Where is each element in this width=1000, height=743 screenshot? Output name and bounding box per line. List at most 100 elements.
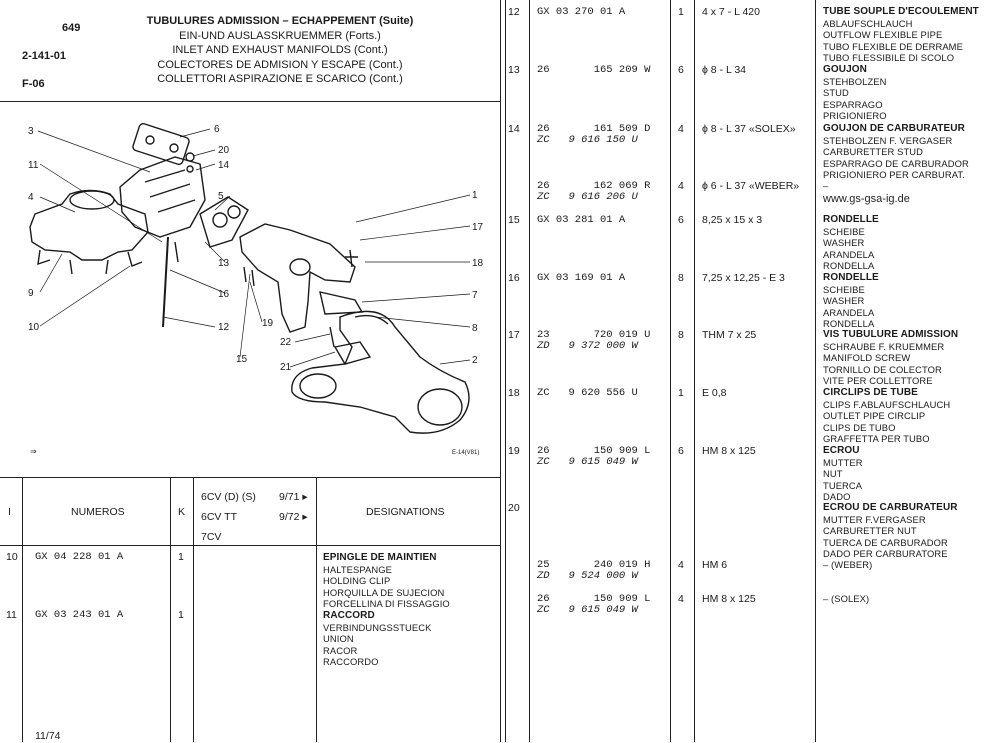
exhaust-manifold-shape [239, 223, 356, 333]
dimension: 8,25 x 15 x 3 [702, 214, 763, 226]
downpipe-shape [291, 310, 470, 434]
designation-title: CIRCLIPS DE TUBE [823, 387, 918, 398]
row-index: 14 [508, 123, 520, 135]
svg-text:22: 22 [280, 337, 292, 348]
designation-title: EPINGLE DE MAINTIEN [323, 552, 437, 563]
dimension: ϕ 6 - L 37 «WEBER» [702, 180, 800, 192]
designation-translation: ABLAUFSCHLAUCH [823, 17, 913, 29]
gasket-5 [199, 196, 249, 248]
dimension: HM 6 [702, 559, 728, 571]
designation-translation: RONDELLA [823, 318, 875, 330]
row-index: 18 [508, 387, 520, 399]
designation-translation: TUERCA [823, 479, 863, 491]
svg-text:13: 13 [218, 258, 230, 269]
svg-text:15: 15 [236, 354, 248, 365]
part-number: 26 161 509 D [537, 123, 651, 135]
header-titles: TUBULURES ADMISSION – ECHAPPEMENT (Suite… [110, 14, 450, 87]
part-number: 25 240 019 H [537, 559, 651, 571]
quantity: 4 [678, 180, 684, 192]
col-header-designations: DESIGNATIONS [366, 506, 445, 518]
model-6cv-tt: 6CV TT [201, 511, 237, 523]
part-number: ZD 9 524 000 W [537, 570, 638, 582]
designation-translation: DADO PER CARBURATORE [823, 548, 948, 560]
designation-translation: CARBURETTER STUD [823, 146, 924, 158]
quantity: 4 [678, 593, 684, 605]
svg-text:12: 12 [218, 322, 230, 333]
svg-text:6: 6 [214, 124, 220, 135]
designation-translation: TUBO FLEXIBLE DE DERRAME [823, 40, 963, 52]
designation-es: RACOR [323, 644, 358, 656]
designation: EPINGLE DE MAINTIEN HALTESPANGE HOLDING … [323, 551, 450, 610]
reference-number: 2-141-01 [22, 50, 67, 62]
designation-translation: – [823, 180, 829, 191]
designation-translation: WASHER [823, 237, 865, 249]
part-number: 26 150 909 L [537, 445, 651, 457]
designation-translation: MANIFOLD SCREW [823, 352, 911, 364]
part-number: ZC 9 616 206 U [537, 191, 638, 203]
svg-text:5: 5 [218, 191, 224, 202]
designation: – [823, 180, 828, 192]
col-rule-des [815, 0, 816, 742]
quantity: 6 [678, 445, 684, 457]
designation-translation: – (SOLEX) [823, 593, 870, 604]
col-header-i: I [8, 506, 11, 518]
dimension: ϕ 8 - L 37 «SOLEX» [702, 123, 796, 135]
air-box-shape [29, 189, 149, 261]
svg-text:14: 14 [218, 160, 230, 171]
designation-translation: SCHEIBE [823, 283, 865, 295]
designation-translation: ARANDELA [823, 306, 875, 318]
section-code: F-06 [22, 78, 45, 90]
website-watermark[interactable]: www.gs-gsa-ig.de [823, 193, 910, 205]
designation-translation: STUD [823, 87, 849, 99]
row-index: 15 [508, 214, 520, 226]
designation-translation: CARBURETTER NUT [823, 525, 917, 537]
designation-translation: STEHBOLZEN [823, 75, 887, 87]
svg-text:E-14(V81): E-14(V81) [452, 450, 479, 456]
part-number: GX 03 270 01 A [537, 6, 626, 18]
diagram-bottom-rule [0, 477, 500, 478]
designation-title: RACCORD [323, 610, 375, 621]
long-stud-11 [162, 236, 169, 328]
header-rule [0, 101, 500, 102]
designation-translation: TORNILLO DE COLECTOR [823, 363, 942, 375]
quantity: 6 [678, 64, 684, 76]
part-number: GX 03 169 01 A [537, 272, 626, 284]
designation-de: VERBINDUNGSSTUECK [323, 621, 432, 633]
designation-translation: TUBO FLESSIBILE DI SCOLO [823, 52, 955, 64]
center-rule [500, 0, 501, 742]
part-number: GX 03 281 01 A [537, 214, 626, 226]
footer-date: 11/74 [35, 730, 61, 742]
designation-translation: STEHBOLZEN F. VERGASER [823, 134, 953, 146]
designation-translation: SCHRAUBE F. KRUEMMER [823, 340, 945, 352]
designation-translation: ESPARRAGO [823, 98, 883, 110]
designation-translation: PRIGIONIERO [823, 110, 887, 122]
title-it: COLLETTORI ASPIRAZIONE E SCARICO (Cont.) [157, 73, 403, 85]
date-9-71: 9/71 ▸ [279, 491, 308, 503]
designation-translation: CLIPS DE TUBO [823, 421, 896, 433]
row-index: 11 [6, 609, 17, 621]
designation-title: RONDELLE [823, 214, 879, 225]
part-number: ZD 9 372 000 W [537, 340, 638, 352]
designation-translation: WASHER [823, 295, 865, 307]
svg-text:8: 8 [472, 323, 478, 334]
part-number: 26 150 909 L [537, 593, 651, 605]
svg-text:16: 16 [218, 289, 230, 300]
svg-text:18: 18 [472, 258, 484, 269]
svg-text:19: 19 [262, 318, 274, 329]
svg-text:2: 2 [472, 355, 478, 366]
row-index: 17 [508, 329, 520, 341]
dimension: THM 7 x 25 [702, 329, 757, 341]
designation-en: UNION [323, 633, 354, 645]
model-dates: 9/71 ▸ 9/72 ▸ [279, 487, 308, 527]
designation-title: TUBE SOUPLE D'ECOULEMENT [823, 6, 979, 17]
designation: – (WEBER) [823, 559, 872, 571]
designation-translation: GRAFFETTA PER TUBO [823, 433, 930, 445]
designation-translation: VITE PER COLLETTORE [823, 375, 933, 387]
quantity: 8 [678, 329, 684, 341]
